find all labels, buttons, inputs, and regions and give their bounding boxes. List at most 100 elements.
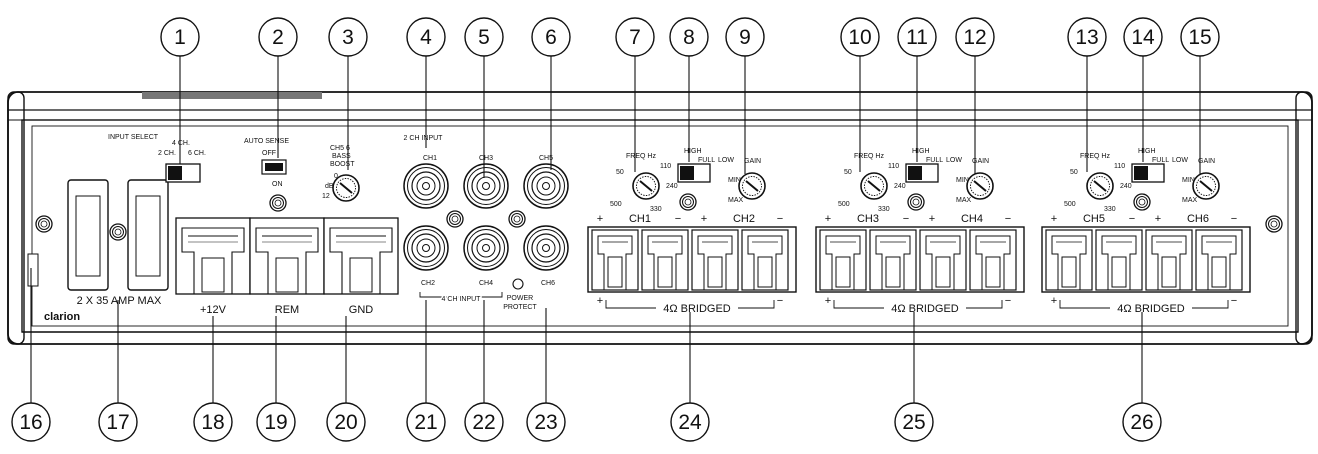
bass-boost-knob[interactable]: [332, 174, 360, 202]
frequency-knob[interactable]: [632, 172, 660, 200]
gain-title: GAIN: [744, 158, 761, 165]
gain-min: MIN: [1182, 177, 1195, 184]
rca-ch2-label: CH2: [421, 280, 435, 287]
mounting-screw-left: [35, 215, 53, 233]
filter-switch[interactable]: [1131, 163, 1165, 183]
callout-26-number: 26: [1130, 411, 1153, 434]
bridged-label: 4Ω BRIDGED: [1117, 303, 1185, 315]
speaker-terminal-block: [1041, 226, 1251, 293]
ch-right-minus: −: [1231, 213, 1237, 225]
callout-26: 26: [1122, 312, 1162, 442]
filter-full: FULL: [926, 157, 943, 164]
callout-11-number: 11: [906, 26, 928, 49]
filter-low: LOW: [946, 157, 962, 164]
ch-right-minus: −: [777, 213, 783, 225]
ch-left-plus: +: [1051, 213, 1057, 225]
callout-20-number: 20: [334, 411, 357, 434]
gain-knob[interactable]: [738, 172, 766, 200]
rca-ch1-label: CH1: [423, 155, 437, 162]
group-screw: [679, 193, 697, 211]
callout-3: 3: [328, 17, 368, 170]
terminal-rem-label: REM: [275, 304, 299, 316]
callout-2-number: 2: [272, 26, 284, 49]
rca-ch4-label: CH4: [479, 280, 493, 287]
speaker-terminal-block: [815, 226, 1025, 293]
fuse-block: [67, 179, 169, 291]
filter-full: FULL: [1152, 157, 1169, 164]
rca-ch6-label: CH6: [541, 280, 555, 287]
callout-17: 17: [98, 300, 138, 442]
callout-19: 19: [256, 316, 296, 442]
ch-left-minus: −: [903, 213, 909, 225]
ch-left-label: CH5: [1083, 213, 1105, 225]
rca-screw-right: [508, 210, 526, 228]
rca-jack-ch1[interactable]: [403, 163, 449, 209]
callout-13: 13: [1067, 17, 1107, 172]
callout-18: 18: [193, 316, 233, 442]
freq-500: 500: [838, 201, 850, 208]
rca-jack-ch3[interactable]: [463, 163, 509, 209]
rca-4ch-bracket: [419, 292, 503, 298]
freq-50: 50: [844, 169, 852, 176]
filter-switch[interactable]: [905, 163, 939, 183]
bass-boost-line1: CH5 6: [330, 145, 350, 152]
gain-max: MAX: [1182, 197, 1198, 204]
input-select-switch[interactable]: [165, 163, 201, 183]
callout-4: 4: [406, 17, 446, 148]
ch-right-label: CH4: [961, 213, 983, 225]
ch-right-plus: +: [701, 213, 707, 225]
input-select-4ch: 4 CH.: [172, 140, 190, 147]
filter-full: FULL: [698, 157, 715, 164]
rca-jack-ch5[interactable]: [523, 163, 569, 209]
callout-19-number: 19: [264, 411, 287, 434]
gain-max: MAX: [956, 197, 972, 204]
ch-right-label: CH2: [733, 213, 755, 225]
callout-3-number: 3: [342, 26, 354, 49]
gain-title: GAIN: [972, 158, 989, 165]
rca-jack-ch4[interactable]: [463, 225, 509, 271]
callout-1-number: 1: [174, 26, 186, 49]
freq-50: 50: [1070, 169, 1078, 176]
callout-6: 6: [531, 17, 571, 170]
bass-boost-12: 12: [322, 193, 330, 200]
input-select-title: INPUT SELECT: [108, 134, 159, 141]
filter-switch[interactable]: [677, 163, 711, 183]
ch-right-label: CH6: [1187, 213, 1209, 225]
mounting-screw-right: [1265, 215, 1283, 233]
filter-low: LOW: [1172, 157, 1188, 164]
frequency-knob[interactable]: [860, 172, 888, 200]
group-screw: [1133, 193, 1151, 211]
ch-right-plus: +: [929, 213, 935, 225]
bridged-plus: +: [1051, 295, 1057, 307]
auto-sense-on-label: ON: [272, 181, 283, 188]
callout-21-number: 21: [414, 411, 437, 434]
callout-15-number: 15: [1188, 26, 1211, 49]
rca-jack-ch2[interactable]: [403, 225, 449, 271]
bass-boost-0: 0: [334, 173, 338, 180]
callout-2: 2: [258, 17, 298, 158]
auto-sense-switch[interactable]: [261, 159, 287, 175]
freq-240: 240: [1120, 183, 1132, 190]
callout-24-number: 24: [678, 411, 702, 434]
callout-24: 24: [670, 312, 710, 442]
gain-knob[interactable]: [966, 172, 994, 200]
frequency-knob[interactable]: [1086, 172, 1114, 200]
ch-right-minus: −: [1005, 213, 1011, 225]
callout-22: 22: [464, 300, 504, 442]
freq-500: 500: [1064, 201, 1076, 208]
callout-18-number: 18: [201, 411, 224, 434]
ch-left-label: CH3: [857, 213, 879, 225]
callout-8: 8: [669, 17, 709, 162]
rca-jack-ch6[interactable]: [523, 225, 569, 271]
callout-14-number: 14: [1131, 26, 1155, 49]
callout-23-number: 23: [534, 411, 557, 434]
mounting-screw-center-left: [269, 194, 287, 212]
bass-boost-unit: dB: [325, 183, 334, 190]
freq-500: 500: [610, 201, 622, 208]
callout-12: 12: [955, 17, 995, 174]
rca-ch3-label: CH3: [479, 155, 493, 162]
gain-knob[interactable]: [1192, 172, 1220, 200]
rca-4ch-input-title: 4 CH INPUT: [442, 296, 482, 303]
filter-high: HIGH: [684, 148, 702, 155]
